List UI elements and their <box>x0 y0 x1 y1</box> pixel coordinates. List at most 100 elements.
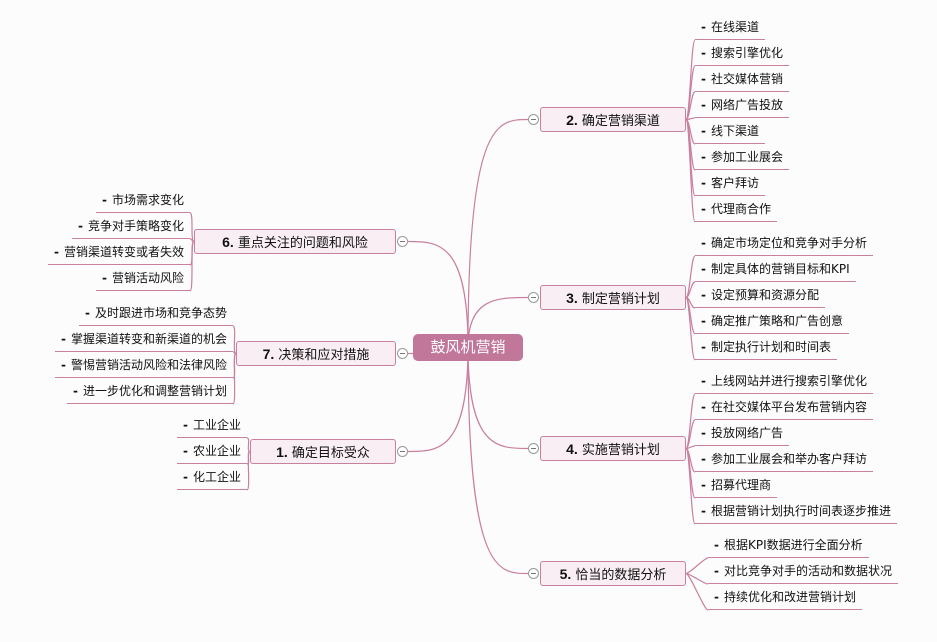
subtopic-item[interactable]: -制定执行计划和时间表 <box>695 338 837 360</box>
bullet-dash: - <box>183 418 188 432</box>
subtopic-label: 工业企业 <box>192 418 241 432</box>
root-topic[interactable]: 鼓风机营销 <box>413 334 523 361</box>
subtopic-label: 根据营销计划执行时间表逐步推进 <box>710 504 891 518</box>
subtopic-label: 农业企业 <box>192 444 241 458</box>
bullet-dash: - <box>714 564 719 578</box>
subtopic-label: 及时跟进市场和竞争态势 <box>94 306 227 320</box>
subtopic-item[interactable]: -竞争对手策略变化 <box>72 217 190 239</box>
subtopic-item[interactable]: -营销活动风险 <box>96 269 190 291</box>
subtopic-item[interactable]: -工业企业 <box>177 416 247 438</box>
subtopic-label: 营销渠道转变或者失效 <box>63 245 184 259</box>
subtopic-item[interactable]: -参加工业展会 <box>695 148 789 170</box>
subtopic-label: 在线渠道 <box>710 20 759 34</box>
subtopic-item[interactable]: -持续优化和改进营销计划 <box>708 588 862 610</box>
subtopic-label: 制定具体的营销目标和KPI <box>710 262 850 276</box>
subtopic-label: 确定推广策略和广告创意 <box>710 314 843 328</box>
subtopic-item[interactable]: -化工企业 <box>177 468 247 490</box>
subtopic-item[interactable]: -在社交媒体平台发布营销内容 <box>695 398 873 420</box>
subtopic-item[interactable]: -在线渠道 <box>695 18 765 40</box>
subtopic-item[interactable]: -搜索引擎优化 <box>695 44 789 66</box>
subtopic-label: 进一步优化和调整营销计划 <box>82 384 227 398</box>
subtopic-label: 代理商合作 <box>710 202 771 216</box>
subtopic-label: 网络广告投放 <box>710 98 783 112</box>
subtopic-label: 警惕营销活动风险和法律风险 <box>70 358 227 372</box>
branch-label: 重点关注的问题和风险 <box>237 236 368 251</box>
subtopic-connector <box>685 447 696 525</box>
subtopic-item[interactable]: -根据营销计划执行时间表逐步推进 <box>695 502 897 524</box>
collapse-toggle-icon[interactable] <box>397 446 408 457</box>
subtopic-label: 参加工业展会 <box>710 150 783 164</box>
subtopic-item[interactable]: -营销渠道转变或者失效 <box>48 243 190 265</box>
branch-number: 7. <box>262 346 275 362</box>
subtopic-item[interactable]: -制定具体的营销目标和KPI <box>695 260 856 282</box>
subtopic-label: 上线网站并进行搜索引擎优化 <box>710 374 867 388</box>
subtopic-item[interactable]: -及时跟进市场和竞争态势 <box>79 304 233 326</box>
collapse-toggle-icon[interactable] <box>397 236 408 247</box>
subtopic-item[interactable]: -警惕营销活动风险和法律风险 <box>55 356 233 378</box>
subtopic-item[interactable]: -社交媒体营销 <box>695 70 789 92</box>
subtopic-label: 线下渠道 <box>710 124 759 138</box>
collapse-toggle-icon[interactable] <box>528 292 539 303</box>
subtopic-item[interactable]: -客户拜访 <box>695 174 765 196</box>
bullet-dash: - <box>102 193 107 207</box>
subtopic-connector <box>685 255 696 299</box>
subtopic-item[interactable]: -进一步优化和调整营销计划 <box>67 382 233 404</box>
subtopic-item[interactable]: -对比竞争对手的活动和数据状况 <box>708 562 898 584</box>
bullet-dash: - <box>701 202 706 216</box>
branch-topic-5[interactable]: 5.恰当的数据分析 <box>540 561 686 586</box>
branch-topic-3[interactable]: 3.制定营销计划 <box>540 285 686 310</box>
collapse-toggle-icon[interactable] <box>528 114 539 125</box>
bullet-dash: - <box>701 452 706 466</box>
subtopic-item[interactable]: -市场需求变化 <box>96 191 190 213</box>
subtopic-item[interactable]: -线下渠道 <box>695 122 765 144</box>
bullet-dash: - <box>701 374 706 388</box>
subtopic-connector <box>685 296 696 361</box>
branch-label: 确定目标受众 <box>291 446 370 461</box>
subtopic-item[interactable]: -掌握渠道转变和新渠道的机会 <box>55 330 233 352</box>
branch-number: 2. <box>566 112 578 128</box>
subtopic-item[interactable]: -农业企业 <box>177 442 247 464</box>
collapse-toggle-icon[interactable] <box>397 348 408 359</box>
subtopic-connector <box>685 91 696 121</box>
subtopic-item[interactable]: -参加工业展会和举办客户拜访 <box>695 450 873 472</box>
branch-topic-4[interactable]: 4.实施营销计划 <box>540 436 686 461</box>
subtopic-label: 化工企业 <box>192 470 241 484</box>
branch-connector <box>467 346 529 575</box>
subtopic-connector <box>232 352 237 405</box>
subtopic-connector <box>189 240 195 292</box>
subtopic-item[interactable]: -网络广告投放 <box>695 96 789 118</box>
bullet-dash: - <box>701 314 706 328</box>
branch-topic-1[interactable]: 1.确定目标受众 <box>250 439 396 464</box>
branch-number: 5. <box>559 566 572 582</box>
branch-label: 恰当的数据分析 <box>575 568 667 583</box>
subtopic-label: 招募代理商 <box>710 478 771 492</box>
branch-topic-2[interactable]: 2.确定营销渠道 <box>540 107 686 132</box>
subtopic-item[interactable]: -设定预算和资源分配 <box>695 286 825 308</box>
branch-connector <box>467 296 529 348</box>
collapse-toggle-icon[interactable] <box>528 568 539 579</box>
bullet-dash: - <box>701 236 706 250</box>
subtopic-item[interactable]: -确定市场定位和竞争对手分析 <box>695 234 873 256</box>
subtopic-item[interactable]: -根据KPI数据进行全面分析 <box>708 536 869 558</box>
branch-topic-7[interactable]: 7.决策和应对措施 <box>236 341 396 366</box>
bullet-dash: - <box>701 72 706 86</box>
bullet-dash: - <box>183 444 188 458</box>
subtopic-item[interactable]: -招募代理商 <box>695 476 777 498</box>
bullet-dash: - <box>701 20 706 34</box>
subtopic-connector <box>232 325 237 355</box>
subtopic-item[interactable]: -上线网站并进行搜索引擎优化 <box>695 372 873 394</box>
collapse-toggle-icon[interactable] <box>528 443 539 454</box>
subtopic-label: 掌握渠道转变和新渠道的机会 <box>70 332 227 346</box>
subtopic-item[interactable]: -确定推广策略和广告创意 <box>695 312 849 334</box>
branch-label: 实施营销计划 <box>581 443 660 458</box>
bullet-dash: - <box>183 470 188 484</box>
branch-number: 4. <box>566 441 578 457</box>
subtopic-item[interactable]: -代理商合作 <box>695 200 777 222</box>
branch-label: 确定营销渠道 <box>581 114 660 129</box>
branch-topic-6[interactable]: 6.重点关注的问题和风险 <box>194 229 396 254</box>
bullet-dash: - <box>701 150 706 164</box>
bullet-dash: - <box>78 219 83 233</box>
subtopic-label: 竞争对手策略变化 <box>87 219 184 233</box>
subtopic-item[interactable]: -投放网络广告 <box>695 424 789 446</box>
